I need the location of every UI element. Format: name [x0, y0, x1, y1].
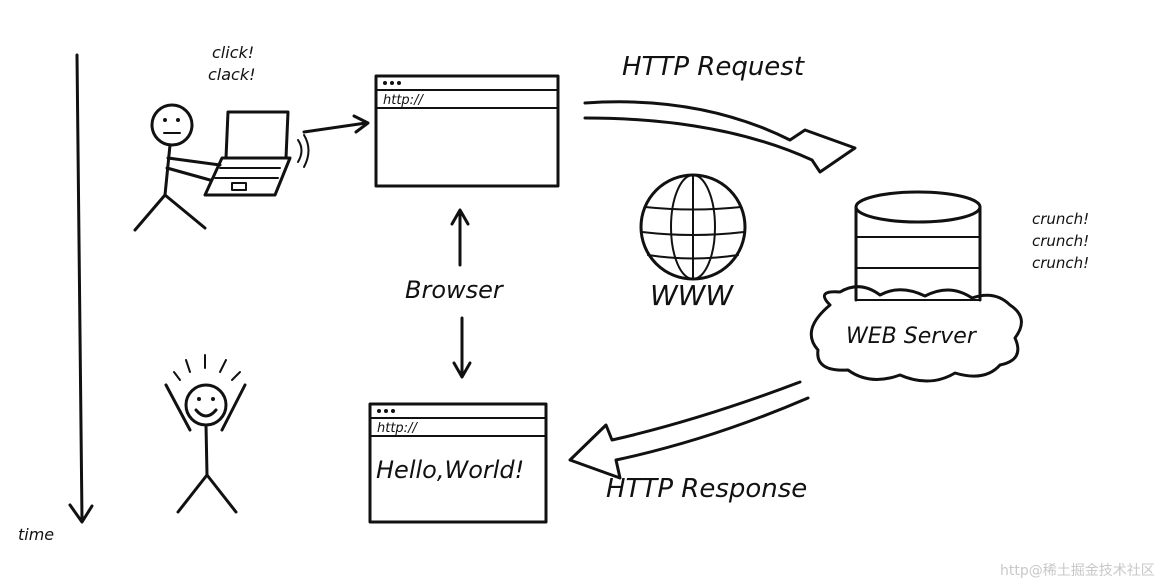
http-request-label: HTTP Request: [622, 52, 805, 82]
http-response-label: HTTP Response: [606, 474, 807, 504]
crunch-label-2: crunch!: [1032, 232, 1089, 250]
hello-world-label: Hello,World!: [376, 456, 524, 484]
www-label: WWW: [650, 279, 734, 312]
browser-label-group: Browser: [405, 210, 505, 377]
user-figure: [135, 105, 220, 230]
click-label-2: clack!: [208, 65, 256, 84]
http-response-arrow: [570, 382, 808, 478]
watermark: http@稀土掘金技术社区: [1000, 560, 1155, 580]
browser-window-request: http://: [376, 76, 558, 186]
laptop-icon: [205, 112, 309, 195]
web-server-label: WEB Server: [846, 324, 978, 349]
crunch-label-3: crunch!: [1032, 254, 1089, 272]
click-label-1: click!: [212, 43, 254, 62]
laptop-to-browser-arrow: [304, 116, 368, 132]
time-axis: time: [18, 55, 92, 544]
url-bar-response: http://: [377, 421, 418, 436]
globe-icon: [641, 175, 745, 279]
time-label: time: [18, 525, 54, 544]
http-request-arrow: [585, 102, 855, 172]
browser-label: Browser: [405, 276, 505, 304]
database-icon: [856, 192, 980, 300]
crunch-label-1: crunch!: [1032, 210, 1089, 228]
url-bar-request: http://: [383, 93, 424, 108]
happy-user-figure: [166, 355, 245, 512]
browser-window-response: http:// Hello,World!: [370, 404, 546, 522]
